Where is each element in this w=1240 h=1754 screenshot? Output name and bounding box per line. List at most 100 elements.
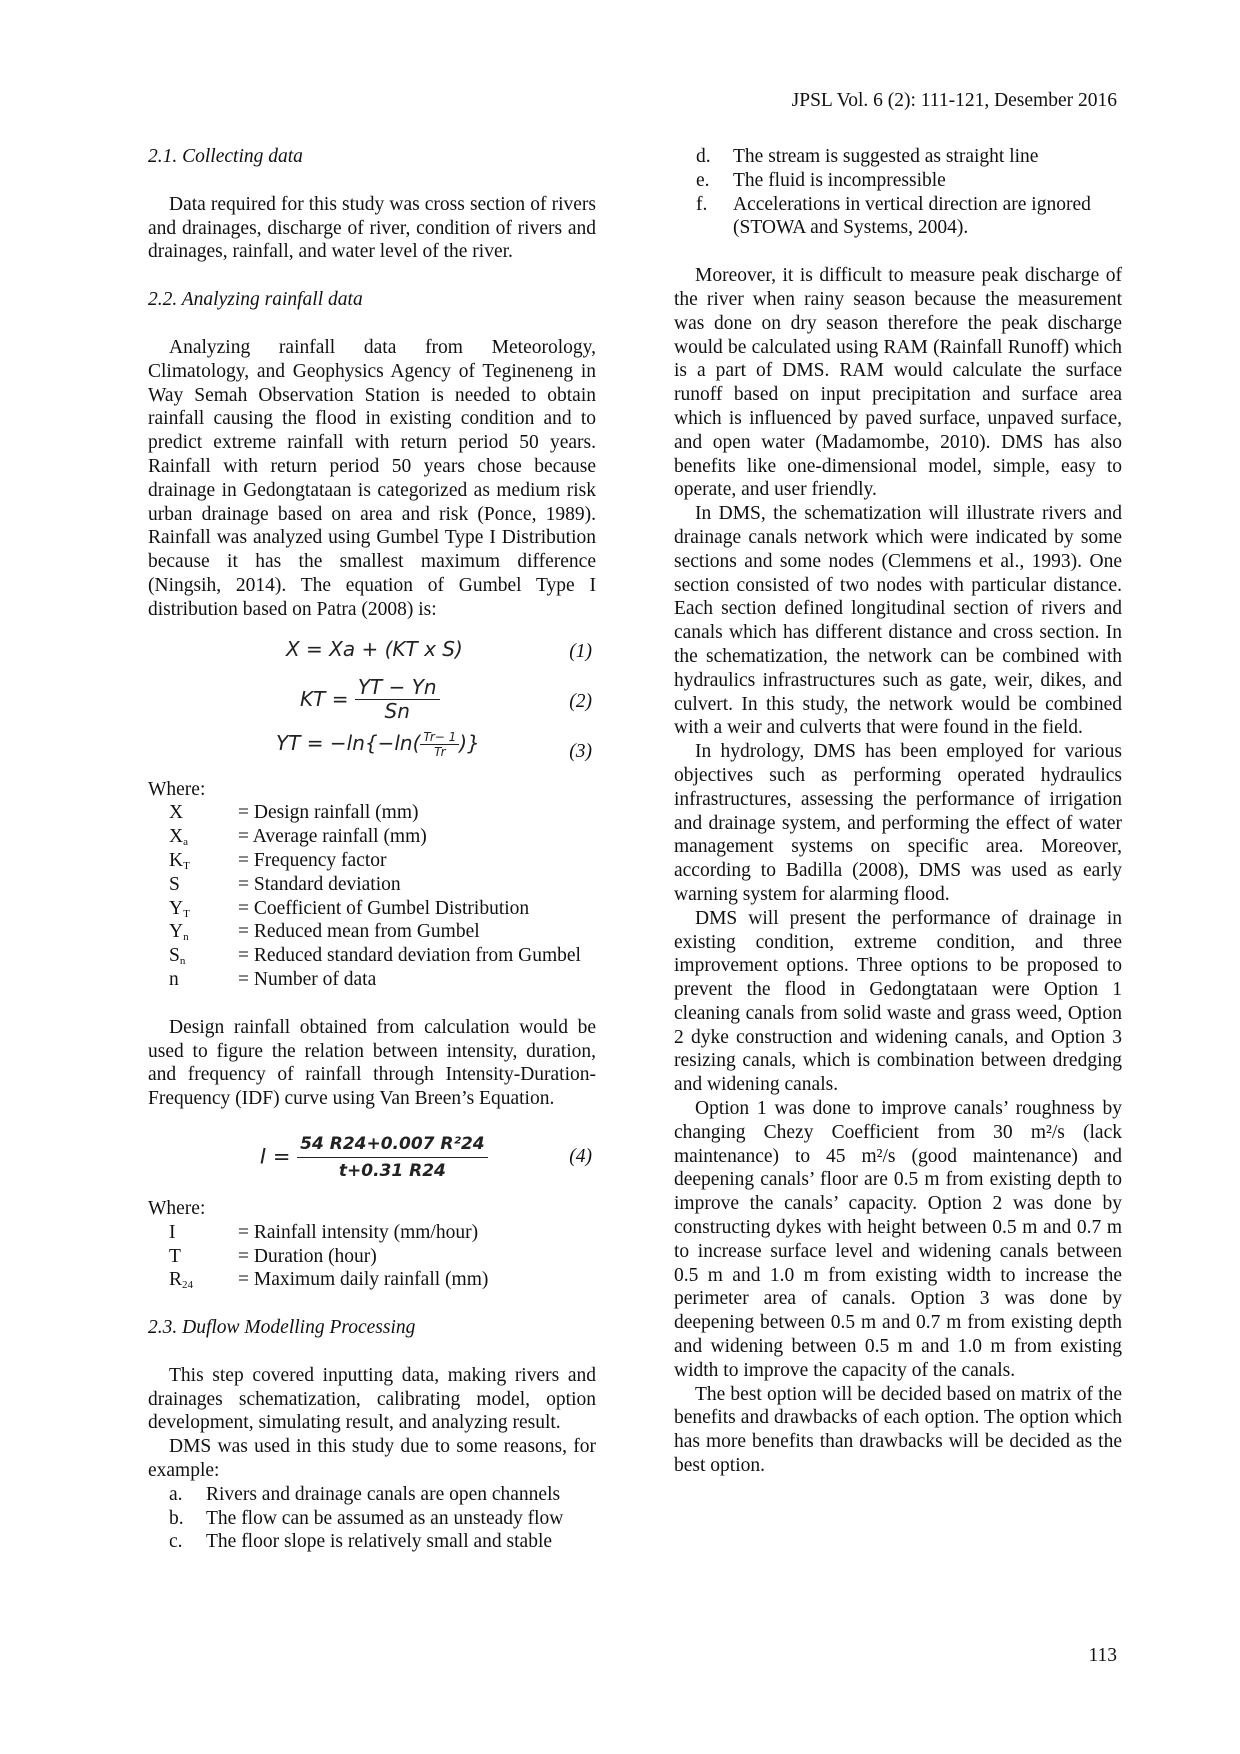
definition-text: = Coefficient of Gumbel Distribution xyxy=(238,897,530,919)
definition-text: = Design rainfall (mm) xyxy=(238,802,419,824)
definition-text: = Average rainfall (mm) xyxy=(238,826,427,848)
definition-symbol: Yn xyxy=(169,920,189,950)
definition-symbol: Sn xyxy=(169,944,185,974)
definition-text: = Maximum daily rainfall (mm) xyxy=(238,1269,489,1291)
section-title-2-1: 2.1. Collecting data xyxy=(148,146,303,167)
reasons-list-continued: d. The stream is suggested as straight li… xyxy=(674,145,1122,240)
paragraph: DMS was used in this study due to some r… xyxy=(148,1436,596,1482)
list-marker: d. xyxy=(696,146,711,167)
definition-symbol-base: R xyxy=(169,1269,183,1291)
definition-symbol-base: S xyxy=(169,873,180,895)
right-column: d. The stream is suggested as straight li… xyxy=(674,145,1122,1478)
equation-3-denominator: Tr xyxy=(434,744,446,759)
definition-item: R24 = Maximum daily rainfall (mm) xyxy=(148,1268,596,1292)
list-marker: a. xyxy=(169,1483,183,1505)
equation-3-numerator: Tr− 1 xyxy=(420,730,460,745)
equation-4-denominator: t+0.31 R24 xyxy=(338,1160,446,1181)
equation-3-lhs: YT = −ln{−ln( xyxy=(276,730,421,755)
definition-item: n = Number of data xyxy=(148,968,596,992)
definition-symbol: YT xyxy=(169,897,190,927)
list-item-text: The stream is suggested as straight line xyxy=(733,146,1039,167)
paragraph: Data required for this study was cross s… xyxy=(148,193,596,263)
definition-item: S = Standard deviation xyxy=(148,873,596,897)
definitions-list: I= Rainfall intensity (mm/hour)T = Durati… xyxy=(148,1221,596,1292)
definition-symbol: n xyxy=(169,968,179,992)
definition-text: = Number of data xyxy=(238,968,377,990)
definition-symbol-base: X xyxy=(169,826,184,848)
paragraph: The best option will be decided based on… xyxy=(674,1383,1122,1477)
definitions-list: X = Design rainfall (mm) Xa = Average rainf… xyxy=(148,801,596,991)
definition-text: = Rainfall intensity (mm/hour) xyxy=(238,1221,479,1243)
list-item: f. Accelerations in vertical direction ar… xyxy=(674,193,1122,241)
definition-text: = Standard deviation xyxy=(238,873,401,895)
paragraph: DMS will present the performance of drai… xyxy=(674,907,1122,1096)
definition-symbol-base: n xyxy=(169,968,179,990)
reasons-list: a. Rivers and drainage canals are open ch… xyxy=(148,1483,596,1554)
definition-item: X = Design rainfall (mm) xyxy=(148,801,596,825)
definition-item: I= Rainfall intensity (mm/hour) xyxy=(148,1221,596,1245)
list-item-text: The floor slope is relatively small and … xyxy=(206,1531,553,1553)
equation-3-end: )} xyxy=(459,730,480,755)
equation-4-numerator: 54 R24+0.007 R²24 xyxy=(297,1131,488,1158)
equation-2-fraction: YT − Yn Sn xyxy=(354,675,440,725)
paragraph: Option 1 was done to improve canals’ rou… xyxy=(674,1098,1122,1381)
definition-text: = Duration (hour) xyxy=(238,1245,377,1267)
list-item: a. Rivers and drainage canals are open ch… xyxy=(148,1483,596,1507)
section-title-2-2: 2.2. Analyzing rainfall data xyxy=(148,289,363,311)
definition-item: YT = Coefficient of Gumbel Distribution xyxy=(148,897,596,921)
list-marker: e. xyxy=(696,169,710,191)
definition-symbol-base: S xyxy=(169,945,180,967)
definition-symbol-subscript: T xyxy=(183,907,190,920)
paragraph: Moreover, it is difficult to measure pea… xyxy=(674,265,1122,501)
paragraph: Analyzing rainfall data from Meteorology… xyxy=(148,336,596,620)
page-number: 113 xyxy=(1088,1645,1117,1666)
definition-item: Sn = Reduced standard deviation from Gumb… xyxy=(148,944,596,968)
paragraph: In DMS, the schematization will illustra… xyxy=(674,503,1122,739)
equation-2-lhs: KT = xyxy=(300,686,349,711)
definition-symbol-base: Y xyxy=(169,897,184,919)
equation-4-lhs: I = xyxy=(260,1144,291,1169)
list-item-text: The fluid is incompressible xyxy=(733,169,946,191)
definition-symbol-subscript: n xyxy=(179,955,186,968)
list-marker: f. xyxy=(696,193,708,215)
definition-text: = Reduced mean from Gumbel xyxy=(238,921,480,943)
definition-symbol-subscript: n xyxy=(183,931,189,944)
equation-4-fraction: 54 R24+0.007 R²24 t+0.31 R24 xyxy=(297,1131,488,1184)
list-item-text: Rivers and drainage canals are open chan… xyxy=(206,1483,561,1505)
definition-item: Yn = Reduced mean from Gumbel xyxy=(148,920,596,944)
list-item: c. The floor slope is relatively small an… xyxy=(148,1530,596,1554)
definition-symbol: T xyxy=(169,1245,181,1269)
definition-symbol: Xa xyxy=(169,825,188,855)
definition-symbol-base: Y xyxy=(169,921,184,943)
definition-symbol-base: X xyxy=(169,802,184,824)
where-label: Where: xyxy=(148,1197,206,1219)
definition-symbol: KT xyxy=(169,849,190,879)
definition-symbol-subscript: T xyxy=(183,859,190,872)
left-column: 2.1. Collecting data Data required for t… xyxy=(148,145,596,1554)
equation-1-expr: X = Xa + (KT x S) xyxy=(286,636,463,661)
definition-symbol: R24 xyxy=(169,1268,193,1298)
equation-4-number: (4) xyxy=(569,1145,592,1167)
definition-symbol-base: K xyxy=(169,849,184,871)
definition-item: T = Duration (hour) xyxy=(148,1245,596,1269)
list-item: d. The stream is suggested as straight li… xyxy=(674,145,1122,169)
equation-2-number: (2) xyxy=(569,690,592,712)
list-marker: c. xyxy=(169,1531,183,1553)
paragraph: In hydrology, DMS has been employed for … xyxy=(674,741,1122,905)
definition-symbol-base: T xyxy=(169,1245,181,1267)
list-item-text: Accelerations in vertical direction are … xyxy=(733,193,1091,239)
list-marker: b. xyxy=(169,1507,184,1529)
definition-text: = Reduced standard deviation from Gumbel xyxy=(238,945,581,967)
where-label: Where: xyxy=(148,778,206,800)
equation-2-numerator: YT − Yn xyxy=(354,675,440,701)
definition-text: = Frequency factor xyxy=(238,849,387,871)
definition-symbol-subscript: 24 xyxy=(182,1279,194,1292)
list-item-text: The flow can be assumed as an unsteady f… xyxy=(206,1507,564,1529)
definition-symbol-subscript: a xyxy=(183,836,188,849)
definition-item: Xa = Average rainfall (mm) xyxy=(148,825,596,849)
section-title-2-3: 2.3. Duflow Modelling Processing xyxy=(148,1317,416,1339)
equation-1: X = Xa + (KT x S) (1) xyxy=(148,630,596,676)
paragraph: This step covered inputting data, making… xyxy=(148,1364,596,1434)
